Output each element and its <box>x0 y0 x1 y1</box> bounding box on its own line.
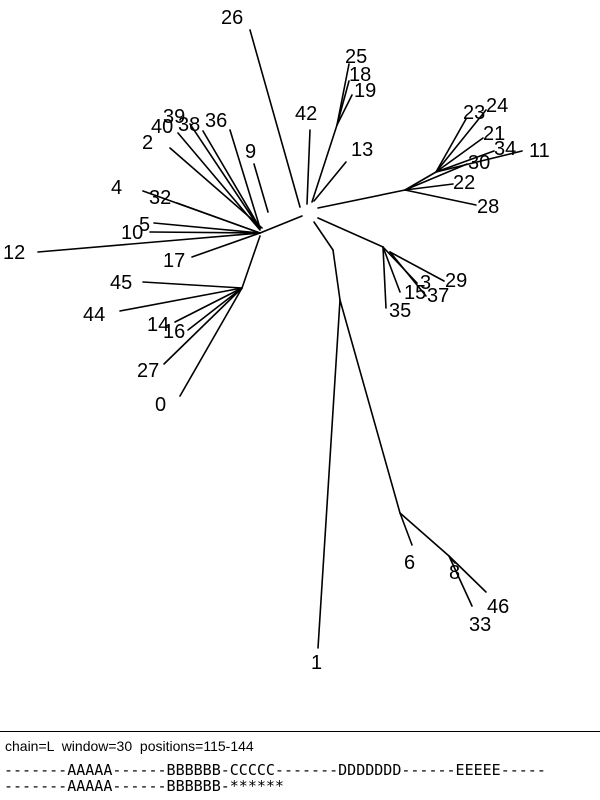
tree-branch <box>142 281 243 289</box>
tree-branch <box>435 150 523 173</box>
tree-branch <box>382 246 401 293</box>
tree-branch <box>177 132 261 231</box>
secondary-structure-annotation-line-2: -------AAAAA------BBBBBB-****** <box>4 777 284 795</box>
leaf-label-26: 26 <box>221 7 243 29</box>
leaf-label-38: 38 <box>178 114 200 136</box>
leaf-label-19: 19 <box>354 80 376 102</box>
leaf-label-32: 32 <box>149 187 171 209</box>
tree-branch <box>404 189 477 206</box>
tree-branch <box>229 129 261 229</box>
tree-branch <box>389 251 445 282</box>
leaf-label-27: 27 <box>137 360 159 382</box>
tree-branch <box>202 130 261 229</box>
tree-branch <box>336 94 353 126</box>
leaf-label-3: 3 <box>420 272 431 294</box>
leaf-label-18: 18 <box>349 64 371 86</box>
tree-branch <box>253 163 269 213</box>
tree-branch <box>399 512 413 546</box>
tree-branch <box>187 287 243 331</box>
tree-branch <box>149 231 261 234</box>
leaf-label-6: 6 <box>404 552 415 574</box>
tree-branch <box>241 235 261 289</box>
leaf-label-28: 28 <box>477 196 499 218</box>
tree-branch <box>339 299 401 514</box>
leaf-label-30: 30 <box>468 152 490 174</box>
tree-branch <box>435 109 487 173</box>
leaf-label-0: 0 <box>155 394 166 416</box>
leaf-label-2: 2 <box>142 132 153 154</box>
tree-branch <box>404 163 468 191</box>
leaf-label-44: 44 <box>83 304 105 326</box>
leaf-label-45: 45 <box>110 272 132 294</box>
tree-branch <box>179 287 243 397</box>
leaf-label-39: 39 <box>163 106 185 128</box>
leaf-label-34: 34 <box>494 138 516 160</box>
leaf-label-33: 33 <box>469 614 491 636</box>
secondary-structure-annotation-line-1: -------AAAAA------BBBBBB-CCCCC-------DDD… <box>4 761 546 779</box>
leaf-label-16: 16 <box>163 321 185 343</box>
tree-branch <box>332 249 341 301</box>
leaf-label-40: 40 <box>151 116 173 138</box>
leaf-label-10: 10 <box>121 222 143 244</box>
leaf-label-5: 5 <box>139 214 150 236</box>
leaf-label-35: 35 <box>389 300 411 322</box>
tree-branch <box>311 124 338 203</box>
leaf-label-17: 17 <box>163 250 185 272</box>
tree-branch <box>259 215 303 234</box>
leaf-label-25: 25 <box>345 46 367 68</box>
analysis-info-line: chain=L window=30 positions=115-144 <box>5 738 254 754</box>
tree-branch <box>448 555 487 593</box>
tree-branch <box>189 123 261 230</box>
leaf-label-23: 23 <box>463 102 485 124</box>
tree-branch <box>313 221 334 251</box>
leaf-label-12: 12 <box>3 242 25 264</box>
leaf-label-8: 8 <box>449 562 460 584</box>
tree-branch <box>142 190 261 234</box>
tree-branch <box>448 555 473 607</box>
tree-branch <box>174 287 243 323</box>
tree-branch <box>435 150 495 173</box>
leaf-label-1: 1 <box>311 652 322 674</box>
tree-branch <box>306 129 311 205</box>
tree-branch <box>153 222 261 234</box>
leaf-label-11: 11 <box>529 140 550 162</box>
tree-branch <box>404 183 454 191</box>
tree-branch <box>317 217 384 248</box>
leaf-label-13: 13 <box>351 139 373 161</box>
tree-branch <box>163 287 243 365</box>
tree-branch <box>389 251 427 297</box>
leaf-label-4: 4 <box>111 177 122 199</box>
tree-branch <box>249 29 301 208</box>
tree-branch <box>317 189 406 209</box>
leaf-label-14: 14 <box>147 314 169 336</box>
leaf-label-24: 24 <box>486 95 508 117</box>
tree-branch <box>382 246 387 309</box>
leaf-label-9: 9 <box>245 141 256 163</box>
leaf-label-21: 21 <box>483 123 505 145</box>
leaf-label-29: 29 <box>445 270 467 292</box>
tree-branch <box>399 512 450 557</box>
tree-branch <box>435 118 467 173</box>
tree-branch <box>317 299 341 649</box>
footer-divider <box>0 731 600 732</box>
tree-branch <box>37 232 261 253</box>
leaf-label-15: 15 <box>404 282 426 304</box>
leaf-label-46: 46 <box>487 596 509 618</box>
leaf-label-37: 37 <box>427 285 449 307</box>
tree-branch <box>119 287 243 312</box>
tree-branch <box>191 232 261 258</box>
leaf-label-22: 22 <box>453 172 475 194</box>
tree-branch <box>336 80 350 126</box>
tree-branch <box>313 161 347 202</box>
leaf-label-42: 42 <box>295 103 317 125</box>
tree-branch <box>435 137 484 173</box>
leaf-label-36: 36 <box>205 110 227 132</box>
